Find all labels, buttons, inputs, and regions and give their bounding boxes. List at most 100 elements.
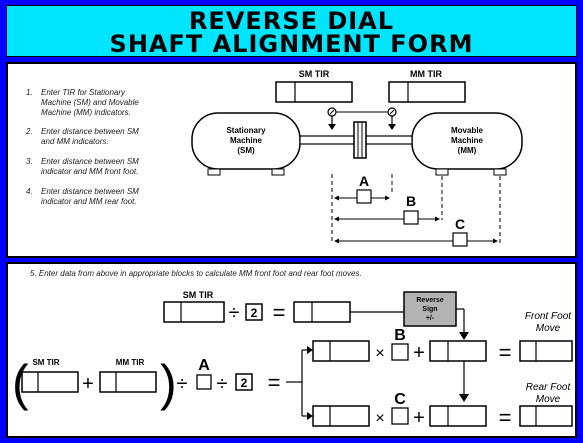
mm-rear-foot (493, 168, 507, 176)
sm-indicator-arrow-icon (328, 124, 336, 130)
expr-b-input[interactable] (391, 343, 409, 361)
mm-tir-label: MM TIR (410, 69, 442, 79)
rear-foot-label-line-2: Move (536, 394, 561, 405)
front-foot-label-line-2: Move (536, 323, 561, 334)
reverse-sign-box (403, 291, 457, 327)
half-sm-tir-result[interactable] (293, 301, 351, 323)
movable-machine-line-1: Movable (451, 126, 484, 135)
step-1-line-2: Machine (SM) and Movable (41, 98, 139, 107)
expr-c-input[interactable] (391, 407, 409, 425)
step-2-num: 2. (25, 127, 33, 136)
calc-sm-tir-input[interactable] (163, 301, 225, 323)
movable-machine-line-3: (MM) (458, 146, 477, 155)
expr-b-label: B (394, 327, 406, 344)
expr-sm-tir-input[interactable] (21, 371, 79, 393)
rear-offset-input[interactable] (429, 405, 487, 427)
mm-front-foot (435, 168, 449, 176)
expr-c-label: C (394, 391, 406, 408)
front-foot-move-result[interactable] (519, 340, 573, 362)
rear-slope-result[interactable] (312, 405, 370, 427)
equals-sign: = (499, 405, 512, 430)
reverse-sign-line-3: +/- (426, 315, 435, 322)
mm-indicator-arrow-icon (388, 124, 396, 130)
setup-diagram: 1. Enter TIR for Stationary Machine (SM)… (25, 69, 523, 247)
step-1-line-3: Machine (MM) indicators. (41, 108, 131, 117)
rear-foot-label-line-1: Rear Foot (526, 382, 572, 393)
open-paren: ( (12, 355, 29, 411)
dimension-c-line (334, 238, 498, 244)
step-3-line-2: indicator and MM front foot. (41, 167, 138, 176)
expr-mm-tir-input[interactable] (99, 371, 157, 393)
right-arrow-icon (307, 346, 313, 354)
step-1-line-1: Enter TIR for Stationary (41, 88, 126, 97)
title-line-2: SHAFT ALIGNMENT FORM (109, 30, 474, 58)
down-arrow-icon (459, 394, 469, 402)
step-4-num: 4. (26, 187, 33, 196)
divide-sign: ÷ (229, 302, 240, 324)
front-offset-input[interactable] (429, 340, 487, 362)
title-line-1: REVERSE DIAL (188, 7, 395, 35)
divide-sign: ÷ (217, 373, 228, 395)
sm-dial-indicator-icon (327, 107, 337, 117)
equals-sign: = (499, 340, 512, 365)
plus-sign: + (82, 373, 94, 395)
step-4-line-1: Enter distance between SM (41, 187, 139, 196)
close-paren: ) (160, 355, 177, 411)
divisor-two: 2 (251, 306, 258, 320)
plus-sign: + (413, 342, 425, 364)
coupling (353, 121, 367, 159)
dimension-b-input[interactable] (403, 210, 419, 225)
divisor-two-box (235, 373, 253, 391)
dimension-c-input[interactable] (452, 232, 468, 247)
sm-tir-label: SM TIR (299, 69, 330, 79)
expr-a-label: A (198, 357, 210, 374)
dimension-b-label: B (406, 193, 416, 209)
down-arrow-icon (459, 332, 469, 340)
divisor-two-box (245, 303, 263, 321)
equals-sign: = (268, 370, 281, 395)
mm-dial-indicator-icon (387, 107, 397, 117)
reverse-sign-line-2: Sign (422, 306, 437, 313)
step-2-line-2: and MM indicators. (41, 137, 109, 146)
sm-foot (271, 168, 285, 176)
calculation-panel: 5. Enter data from above in appropriate … (6, 262, 577, 438)
step-2-line-1: Enter distance between SM (41, 127, 139, 136)
sm-shaft (299, 135, 355, 145)
step-3-num: 3. (26, 157, 33, 166)
expr-a-input[interactable] (196, 374, 212, 390)
stationary-machine-line-3: (SM) (237, 146, 255, 155)
divide-sign: ÷ (177, 373, 188, 395)
setup-panel: 1. Enter TIR for Stationary Machine (SM)… (6, 62, 577, 258)
expr-sm-tir-label: SM TIR (32, 358, 59, 367)
sm-foot (207, 168, 221, 176)
title-bar: REVERSE DIAL SHAFT ALIGNMENT FORM (6, 5, 577, 57)
dimension-b-line (334, 216, 440, 222)
front-foot-label-line-1: Front Foot (525, 311, 572, 322)
front-slope-result[interactable] (312, 340, 370, 362)
step-5-text: 5. Enter data from above in appropriate … (30, 269, 362, 278)
mm-tir-input[interactable] (388, 81, 466, 103)
right-arrow-icon (307, 412, 313, 420)
expr-mm-tir-label: MM TIR (116, 358, 145, 367)
step-3-line-1: Enter distance between SM (41, 157, 139, 166)
reverse-sign-line-1: Reverse (416, 297, 443, 304)
stationary-machine-line-1: Stationary (226, 126, 266, 135)
equals-sign: = (273, 300, 286, 325)
dimension-a-label: A (359, 173, 369, 189)
times-sign: × (375, 410, 384, 427)
stationary-machine-line-2: Machine (230, 136, 263, 145)
calc-sm-tir-label: SM TIR (183, 290, 214, 300)
divisor-two: 2 (241, 376, 248, 390)
times-sign: × (375, 345, 384, 362)
mm-shaft (365, 135, 413, 145)
dimension-c-label: C (455, 216, 465, 232)
plus-sign: + (413, 407, 425, 429)
sm-tir-input[interactable] (275, 81, 353, 103)
step-4-line-2: indicator and MM rear foot. (41, 197, 137, 206)
step-1-num: 1. (26, 88, 33, 97)
movable-machine-line-2: Machine (451, 136, 484, 145)
dimension-a-input[interactable] (356, 189, 372, 204)
rear-foot-move-result[interactable] (519, 405, 573, 427)
calculation-diagram: 5. Enter data from above in appropriate … (12, 269, 573, 430)
